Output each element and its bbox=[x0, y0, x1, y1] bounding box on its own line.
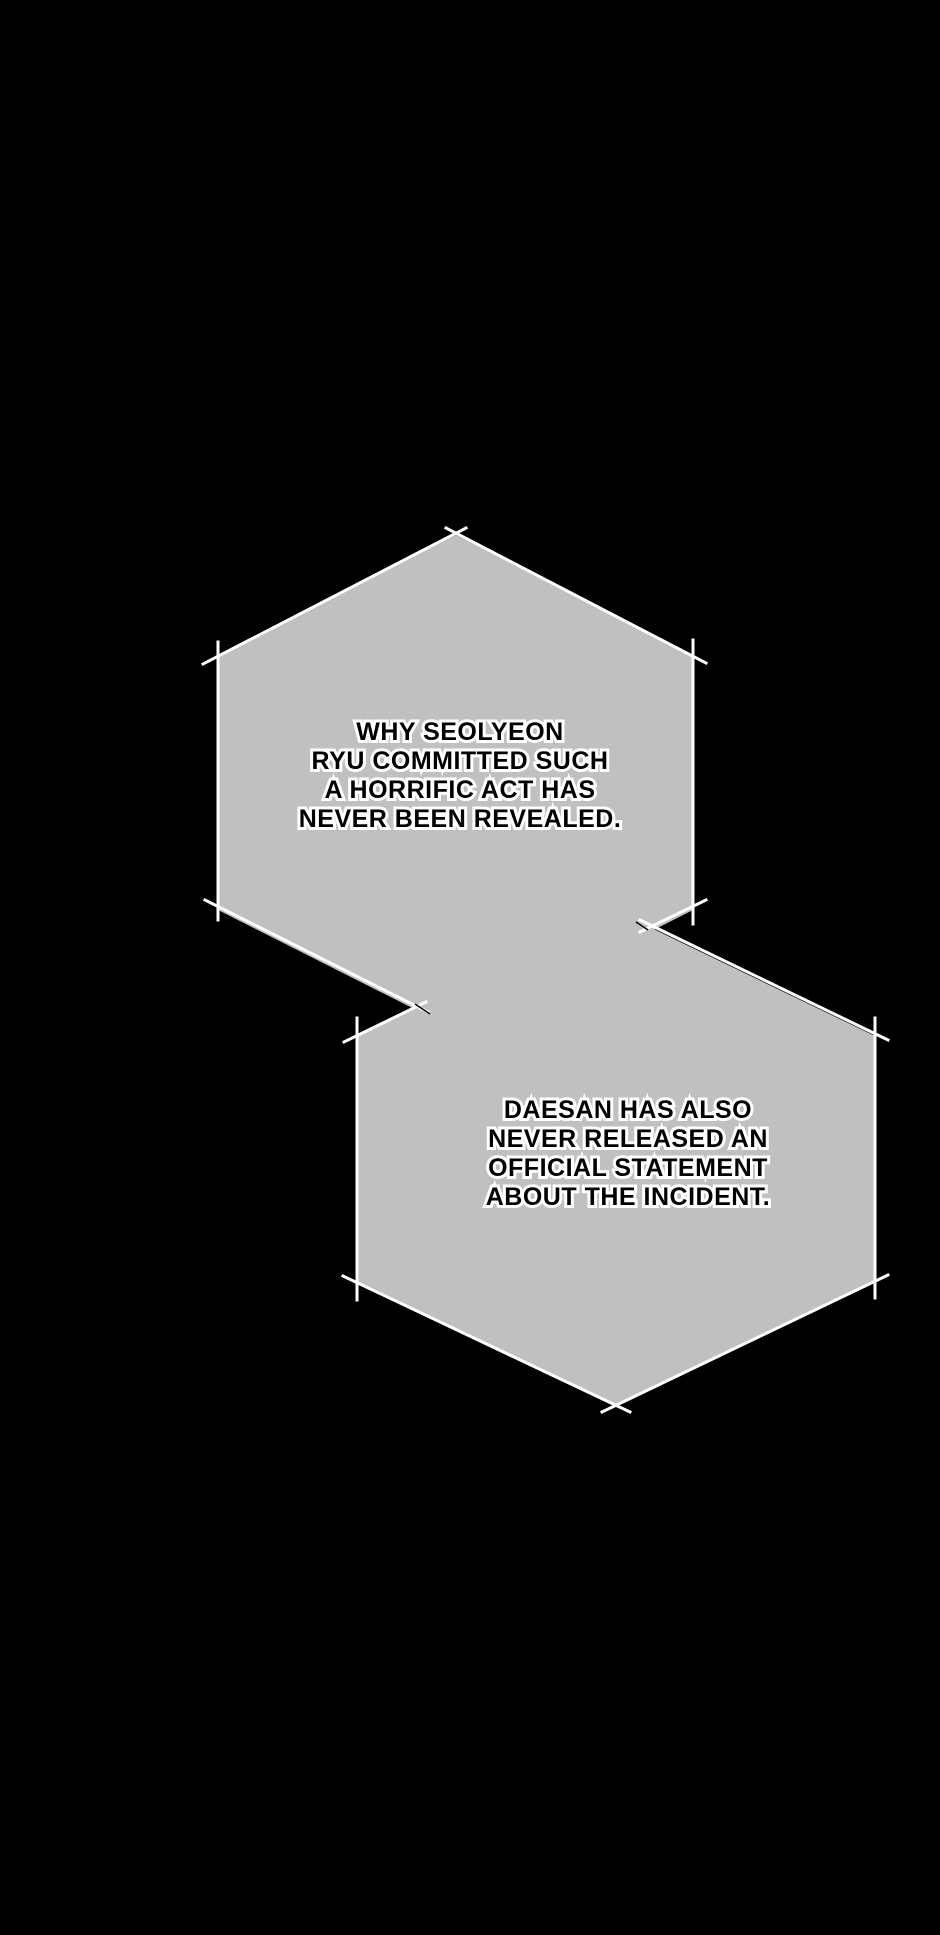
caption-upper-line: NEVER BEEN REVEALED. bbox=[296, 802, 624, 836]
caption-lower-line: NEVER RELEASED AN bbox=[485, 1122, 770, 1156]
caption-upper: WHY SEOLYEON RYU COMMITTED SUCH A HORRIF… bbox=[250, 715, 670, 836]
caption-upper-line: A HORRIFIC ACT HAS bbox=[321, 773, 598, 807]
caption-upper-line: WHY SEOLYEON bbox=[353, 715, 566, 749]
caption-upper-line: RYU COMMITTED SUCH bbox=[309, 744, 611, 778]
hexagon-upper bbox=[218, 535, 693, 1030]
outline-seams bbox=[414, 921, 649, 1015]
caption-lower-line: OFFICIAL STATEMENT bbox=[485, 1151, 770, 1185]
hexagon-upper-outline bbox=[200, 525, 709, 1015]
hexagon-lower bbox=[357, 910, 875, 1405]
hexagon-lower-outline bbox=[341, 917, 891, 1415]
caption-lower-line: ABOUT THE INCIDENT. bbox=[483, 1180, 773, 1214]
caption-lower: DAESAN HAS ALSO NEVER RELEASED AN OFFICI… bbox=[418, 1093, 838, 1214]
caption-lower-line: DAESAN HAS ALSO bbox=[501, 1093, 755, 1127]
